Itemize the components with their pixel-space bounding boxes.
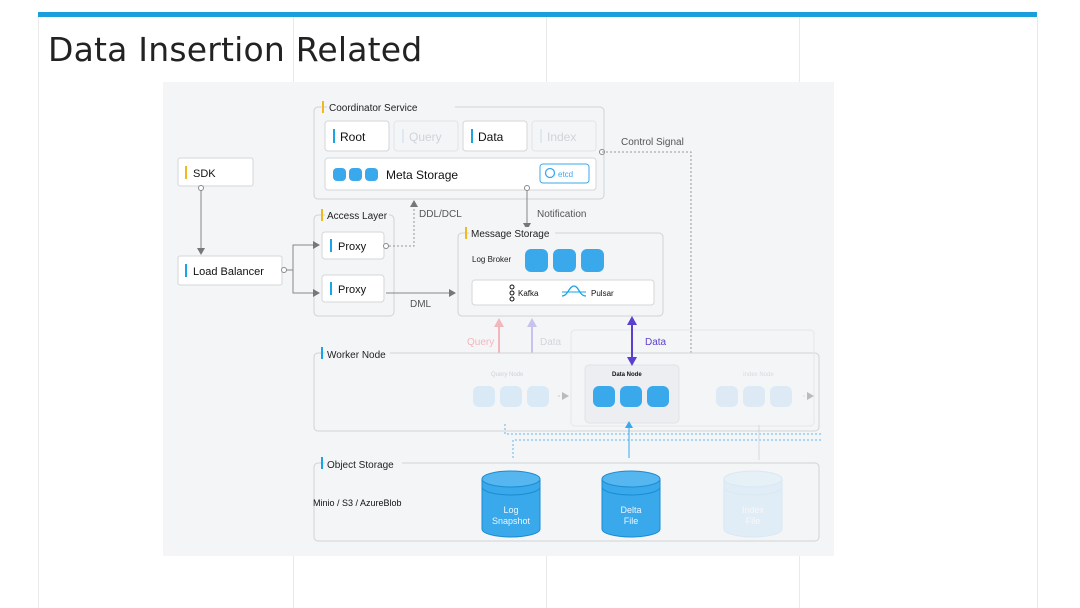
meta-storage-db-icon	[333, 168, 378, 181]
access-layer-title: Access Layer	[327, 211, 388, 222]
guide-line	[38, 17, 39, 608]
index-file-label-2: File	[746, 516, 761, 526]
control-signal-label: Control Signal	[621, 137, 684, 148]
lb-to-proxy2-arrow	[292, 270, 320, 297]
title-accent-bar	[38, 12, 1037, 17]
worker-node-title: Worker Node	[327, 350, 386, 361]
index-coordinator-box	[531, 120, 597, 152]
delta-file-label-1: Delta	[620, 505, 641, 515]
query-edge-label: Query	[467, 337, 494, 348]
object-storage-title: Object Storage	[327, 460, 394, 471]
index-file-cylinder: Index File	[723, 470, 783, 538]
log-broker-label: Log Broker	[472, 255, 511, 264]
query-node-label: Query Node	[491, 372, 524, 378]
log-snapshot-cylinder: Log Snapshot	[481, 470, 541, 538]
kafka-label: Kafka	[518, 289, 539, 298]
control-signal-arrow	[602, 151, 692, 400]
data-edge-label: Data	[645, 337, 667, 348]
log-snapshot-label-1: Log	[503, 505, 518, 515]
index-node-label: Index Node	[743, 372, 774, 378]
log-broker-db-icon	[525, 249, 604, 272]
access-layer: Access Layer Proxy Proxy	[313, 209, 395, 317]
root-label: Root	[340, 130, 366, 144]
etcd-icon	[544, 167, 556, 179]
data-coordinator-box	[462, 120, 528, 152]
pulsar-label: Pulsar	[591, 289, 614, 298]
index-coordinator-label: Index	[547, 130, 576, 144]
data-node-db-icon	[593, 386, 669, 407]
root-box	[324, 120, 390, 152]
object-storage-backends: Minio / S3 / AzureBlob	[313, 498, 402, 508]
index-node-db-icon	[716, 386, 792, 407]
query-coordinator-box	[393, 120, 459, 152]
query-coordinator-label: Query	[409, 130, 442, 144]
query-node-db-icon	[473, 386, 549, 407]
log-snapshot-label-2: Snapshot	[492, 516, 531, 526]
etcd-label: etcd	[558, 170, 573, 179]
message-storage: Message Storage Log Broker Kafka Pulsar	[457, 227, 664, 317]
kafka-icon	[509, 284, 515, 302]
dml-label: DML	[410, 299, 432, 310]
slide-title: Data Insertion Related	[48, 30, 423, 69]
load-balancer-label: Load Balancer	[193, 266, 264, 278]
ddl-dcl-label: DDL/DCL	[419, 209, 462, 220]
coordinator-service: Coordinator Service Root Query Data Inde…	[313, 101, 605, 200]
meta-storage-label: Meta Storage	[386, 168, 458, 182]
index-file-label-1: Index	[742, 505, 765, 515]
message-storage-title: Message Storage	[471, 229, 550, 240]
data-faded-label: Data	[540, 337, 562, 348]
coordinator-title: Coordinator Service	[329, 103, 418, 114]
delta-file-label-2: File	[624, 516, 639, 526]
meta-storage-box	[324, 157, 597, 191]
object-storage: Object Storage Minio / S3 / AzureBlob Lo…	[313, 457, 820, 542]
guide-line	[1037, 17, 1038, 608]
ddl-dcl-arrow	[389, 200, 418, 247]
architecture-diagram: Coordinator Service Root Query Data Inde…	[163, 82, 834, 556]
lb-to-proxy1-arrow	[286, 241, 320, 271]
data-coordinator-label: Data	[478, 130, 504, 144]
sdk-box	[177, 157, 254, 187]
delta-file-cylinder: Delta File	[601, 470, 661, 538]
sdk-label: SDK	[193, 168, 216, 180]
proxy-label-2: Proxy	[338, 284, 367, 296]
data-node-label: Data Node	[612, 372, 642, 378]
notification-label: Notification	[537, 209, 586, 220]
proxy-box-2	[321, 274, 385, 303]
pulsar-icon	[561, 285, 587, 297]
proxy-label-1: Proxy	[338, 241, 367, 253]
